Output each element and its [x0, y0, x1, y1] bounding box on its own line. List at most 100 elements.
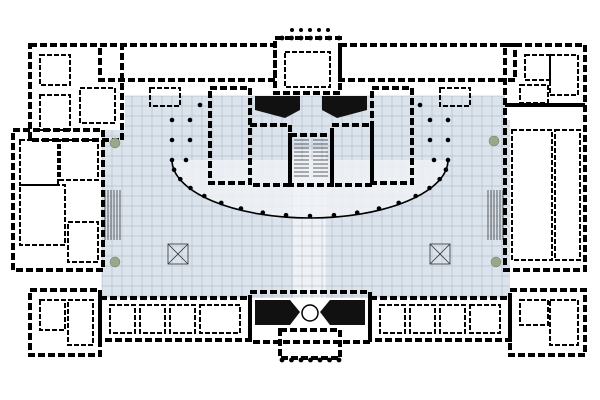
portico-column: [326, 28, 330, 32]
northwest-room-a: [39, 54, 71, 86]
portico-column: [327, 357, 332, 363]
colonnade-column: [238, 206, 244, 211]
colonnade-column: [427, 137, 433, 143]
colonnade-column: [437, 176, 442, 182]
north-portico-columns: [279, 28, 342, 41]
colonnade-column: [445, 157, 451, 163]
portico-column: [336, 357, 342, 363]
portico-column: [298, 357, 304, 363]
north-pier-cluster-west: [255, 96, 300, 118]
portico-column: [298, 35, 304, 41]
colonnade-column: [431, 157, 437, 163]
north-pier-cluster-east: [322, 96, 367, 118]
colonnade-column: [331, 212, 337, 218]
northeast-room-c: [519, 84, 549, 104]
portico-column: [317, 28, 321, 32]
portico-column: [308, 28, 312, 32]
skylight-cross-west: [167, 243, 189, 265]
west-block-outer: [11, 128, 105, 272]
north-small-room-east: [439, 87, 471, 107]
south-room: [199, 304, 241, 334]
east-corridor: [554, 129, 581, 261]
colonnade-columns: [169, 102, 451, 219]
south-wing: [28, 288, 587, 363]
central-stair-block: [288, 133, 334, 187]
south-room: [439, 304, 466, 334]
west-wing: [11, 128, 121, 272]
portico-column: [299, 28, 303, 32]
south-pier-cluster-west: [255, 300, 300, 325]
north-portico: [273, 36, 342, 95]
west-room-c: [59, 139, 99, 181]
north-range-west: [98, 43, 277, 82]
south-rotunda: [301, 304, 319, 322]
northwest-room-b: [39, 94, 71, 131]
colonnade-hemicycle: [172, 160, 448, 218]
colonnade-column: [283, 212, 289, 218]
south-room: [409, 304, 436, 334]
west-room-a: [19, 139, 59, 186]
colonnade-column: [201, 193, 207, 199]
southeast-room-b: [549, 299, 579, 346]
portico-column: [308, 357, 313, 363]
portico-column: [327, 35, 332, 41]
colonnade-column: [443, 167, 449, 173]
colonnade-column: [218, 200, 224, 206]
northeast-room-a: [524, 54, 551, 81]
north-small-room-west: [149, 87, 181, 107]
southwest-room-a: [39, 299, 66, 331]
east-wing: [487, 103, 587, 272]
colonnade-column: [187, 137, 193, 143]
colonnade-column: [376, 206, 382, 211]
south-range-rooms: [109, 304, 501, 334]
portico-column: [308, 35, 313, 41]
south-room: [139, 304, 166, 334]
portico-column: [279, 357, 285, 363]
southwest-room-b: [67, 299, 94, 346]
south-portico: [278, 328, 342, 360]
northwest-stair-hall: [79, 87, 116, 124]
planter-tree-southwest: [109, 256, 121, 268]
south-central-hall: [248, 290, 372, 344]
portico-column: [289, 35, 294, 41]
northeast-room-b: [549, 54, 579, 96]
southeast-room-a: [519, 299, 549, 326]
southwest-block: [28, 288, 102, 357]
colonnade-column: [169, 117, 175, 123]
portico-column: [289, 357, 294, 363]
colonnade-column: [417, 102, 423, 108]
colonnade-column: [197, 102, 203, 108]
skylight-cross-east: [429, 243, 451, 265]
colonnade-column: [307, 213, 313, 219]
north-range-east: [338, 43, 517, 82]
west-room-b: [19, 184, 66, 246]
colonnade-column: [171, 167, 177, 173]
south-room: [469, 304, 501, 334]
west-stair: [104, 190, 121, 240]
west-room-d: [67, 221, 99, 263]
portico-column: [317, 35, 323, 41]
south-pier-cluster-east: [320, 300, 365, 325]
colonnade-column: [413, 193, 419, 199]
colonnade-column: [187, 117, 193, 123]
colonnade-column: [445, 117, 451, 123]
portico-column: [290, 28, 294, 32]
portico-column: [336, 35, 342, 41]
east-gallery: [511, 129, 553, 261]
colonnade-column: [396, 200, 402, 206]
colonnade-column: [169, 157, 175, 163]
east-stair: [487, 190, 504, 240]
south-room: [109, 304, 136, 334]
south-room: [379, 304, 406, 334]
portico-column: [317, 357, 323, 363]
colonnade-column: [445, 137, 451, 143]
colonnade-column: [354, 210, 360, 215]
north-inner-west-room: [208, 86, 252, 185]
colonnade-column: [188, 185, 193, 191]
east-block-outer: [503, 103, 587, 272]
colonnade-column: [169, 137, 175, 143]
portico-column: [279, 35, 285, 41]
colonnade-column: [427, 185, 432, 191]
planter-tree-northwest: [109, 137, 121, 149]
